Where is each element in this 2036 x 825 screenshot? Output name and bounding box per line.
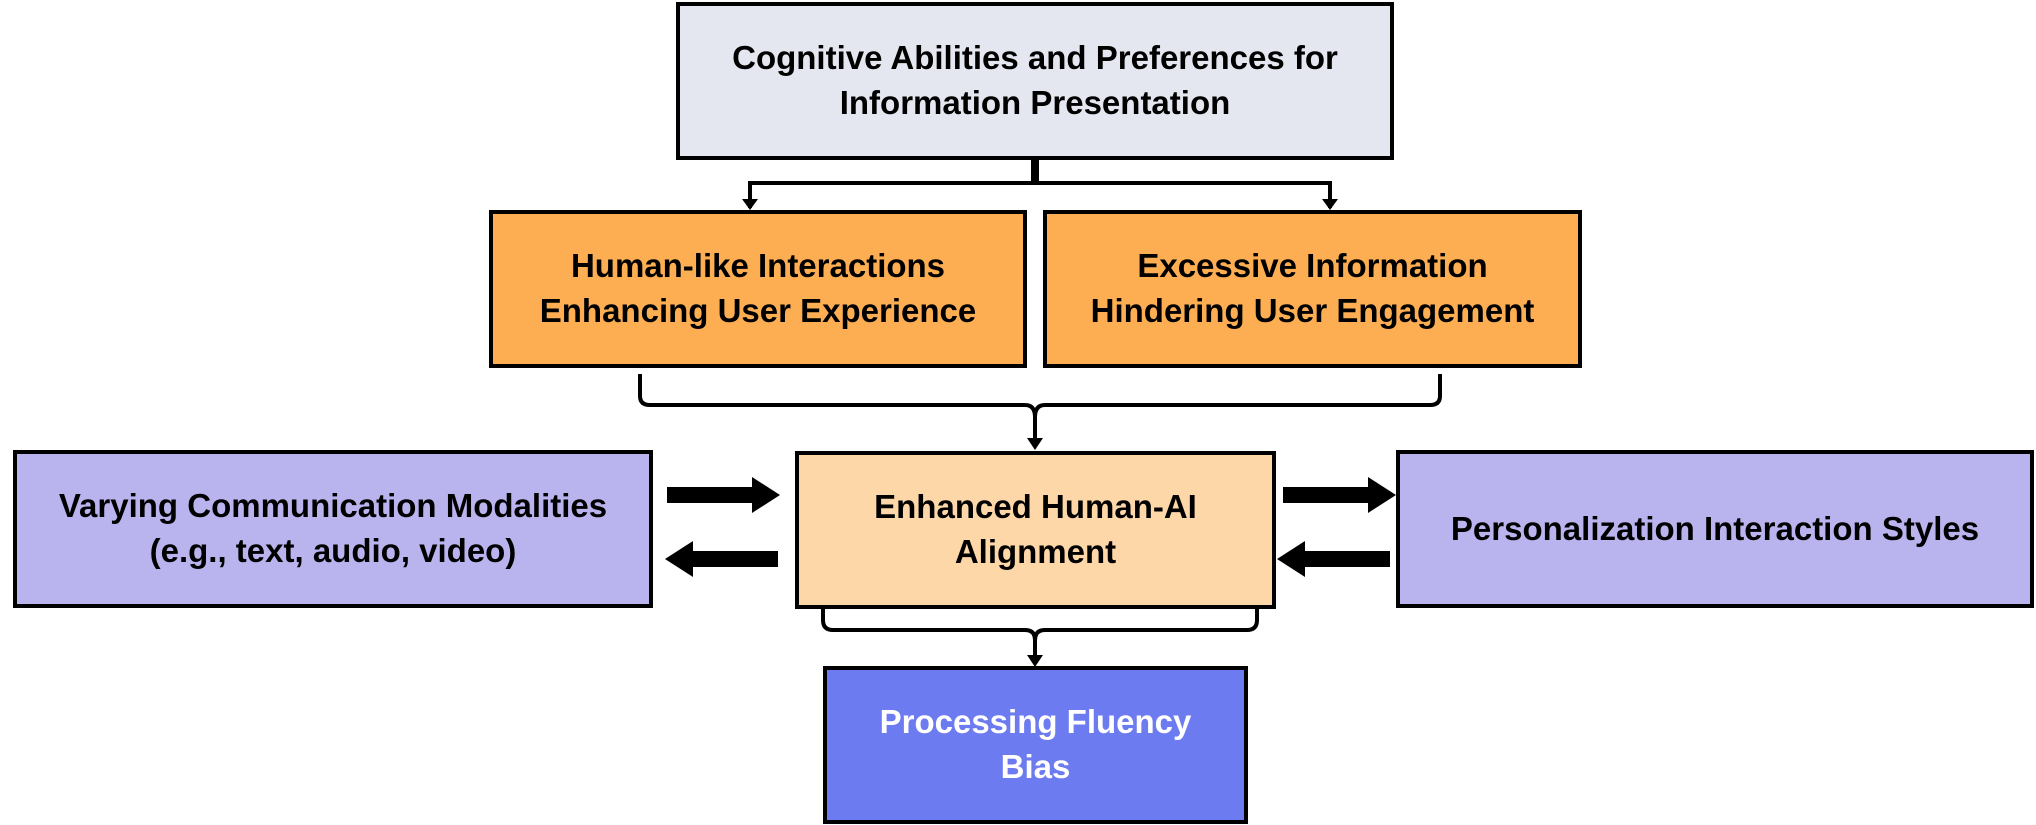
arrow-left-icon — [665, 541, 778, 577]
communication-modalities-box: Varying Communication Modalities (e.g., … — [13, 450, 653, 608]
cognitive-abilities-box: Cognitive Abilities and Preferences for … — [676, 2, 1394, 160]
cognitive-abilities-label: Cognitive Abilities and Preferences for … — [732, 39, 1338, 121]
processing-fluency-box: Processing Fluency Bias — [823, 666, 1248, 824]
human-ai-alignment-box: Enhanced Human-AI Alignment — [795, 451, 1276, 609]
excessive-information-box: Excessive Information Hindering User Eng… — [1043, 210, 1582, 368]
communication-modalities-label: Varying Communication Modalities (e.g., … — [58, 487, 608, 569]
output-brace — [821, 606, 1259, 667]
personalization-styles-label: Personalization Interaction Styles — [1450, 509, 1980, 547]
human-like-interactions-label: Human-like Interactions Enhancing User E… — [539, 247, 977, 329]
split-connector — [742, 158, 1338, 210]
arrow-right-icon — [667, 477, 780, 513]
arrow-left-icon — [1277, 541, 1390, 577]
right-arrow-pair — [1277, 477, 1396, 577]
excessive-information-label: Excessive Information Hindering User Eng… — [1090, 247, 1535, 329]
human-like-interactions-box: Human-like Interactions Enhancing User E… — [489, 210, 1027, 368]
personalization-styles-box: Personalization Interaction Styles — [1396, 450, 2034, 608]
arrow-right-icon — [1283, 477, 1396, 513]
processing-fluency-label: Processing Fluency Bias — [879, 703, 1192, 785]
left-arrow-pair — [665, 477, 780, 577]
human-ai-alignment-label: Enhanced Human-AI Alignment — [874, 488, 1197, 570]
merge-brace — [638, 374, 1442, 450]
